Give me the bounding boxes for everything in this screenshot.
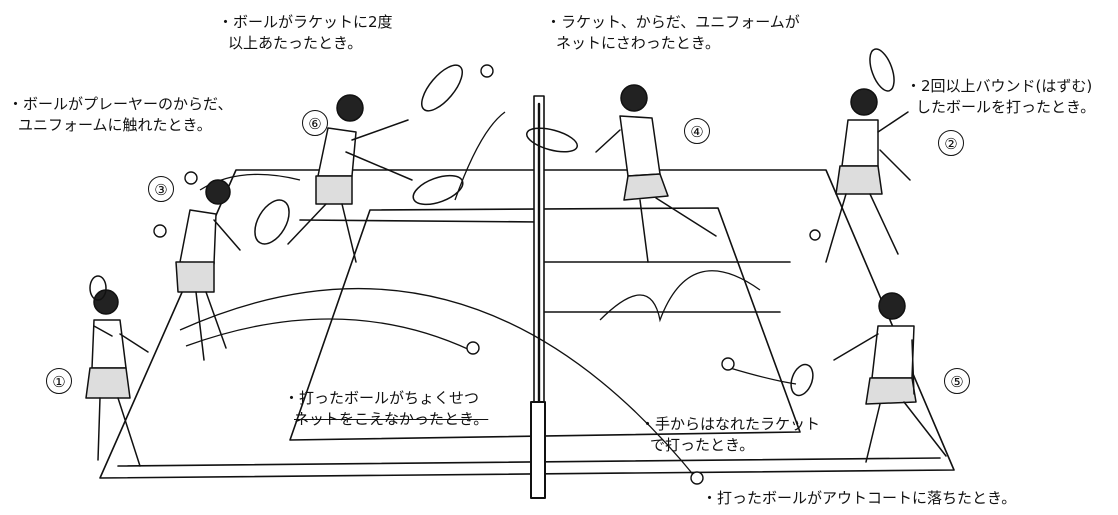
caption-line: ネットにさわったとき。: [556, 34, 720, 52]
caption-line: ・2回以上バウンド(はずむ): [906, 77, 1093, 95]
player-3-figure: [175, 179, 290, 361]
caption-net-touch: ・ラケット、からだ、ユニフォームが ネットにさわったとき。: [546, 12, 800, 54]
player-4-figure: [526, 84, 717, 263]
court-inner-lines: [289, 207, 801, 441]
player-number-4: ④: [684, 118, 710, 144]
caption-line: 以上あたったとき。: [228, 34, 363, 52]
caption-line: ユニフォームに触れたとき。: [18, 116, 212, 134]
caption-line: で打ったとき。: [650, 436, 755, 454]
caption-two-bounces: ・2回以上バウンド(はずむ) したボールを打ったとき。: [906, 76, 1095, 118]
ball-icon: [690, 471, 704, 485]
ball-icon: [153, 224, 167, 238]
player-number-5: ⑤: [944, 368, 970, 394]
caption-body-touch: ・ボールがプレーヤーのからだ、 ユニフォームに触れたとき。: [8, 94, 233, 136]
player-number-1: ①: [46, 368, 72, 394]
court-outline: [99, 169, 955, 479]
trajectory-released: [729, 367, 797, 385]
caption-line: ・ボールがラケットに2度: [218, 13, 393, 31]
trajectory-racket-twice: [454, 111, 506, 201]
caption-line: ・打ったボールがちょくせつ: [284, 389, 480, 407]
net: [530, 95, 546, 499]
baseline-inner: [117, 457, 941, 467]
service-line-far: [299, 219, 541, 223]
ball-icon: [721, 357, 735, 371]
player-6-figure: [287, 64, 464, 263]
caption-out-court: ・打ったボールがアウトコートに落ちたとき。: [702, 488, 1016, 509]
ball-icon: [809, 229, 821, 241]
caption-not-over-net: ・打ったボールがちょくせつ ネットをこえなかったとき。: [284, 388, 488, 430]
ball-icon: [184, 171, 198, 185]
ball-icon: [466, 341, 480, 355]
caption-racket-twice: ・ボールがラケットに2度 以上あたったとき。: [218, 12, 393, 54]
player-number-2: ②: [938, 130, 964, 156]
player-number-3: ③: [148, 176, 174, 202]
caption-line: ・打ったボールがアウトコートに落ちたとき。: [702, 489, 1017, 507]
player-number-6: ⑥: [302, 110, 328, 136]
caption-line: ・ボールがプレーヤーのからだ、: [8, 95, 233, 113]
caption-line: ネットをこえなかったとき。: [294, 410, 489, 428]
caption-line: したボールを打ったとき。: [916, 98, 1096, 116]
trajectory-net: [185, 318, 471, 351]
caption-released-racket: ・手からはなれたラケット で打ったとき。: [640, 414, 820, 456]
trajectory-bounce: [599, 270, 761, 323]
caption-line: ・手からはなれたラケット: [640, 415, 821, 433]
player-1-figure: [85, 275, 149, 467]
trajectory-out: [179, 287, 697, 479]
caption-line: ・ラケット、からだ、ユニフォームが: [546, 13, 800, 31]
ball-icon: [480, 64, 494, 78]
player-2-figure: [825, 48, 911, 263]
player-5-figure: [790, 292, 947, 463]
